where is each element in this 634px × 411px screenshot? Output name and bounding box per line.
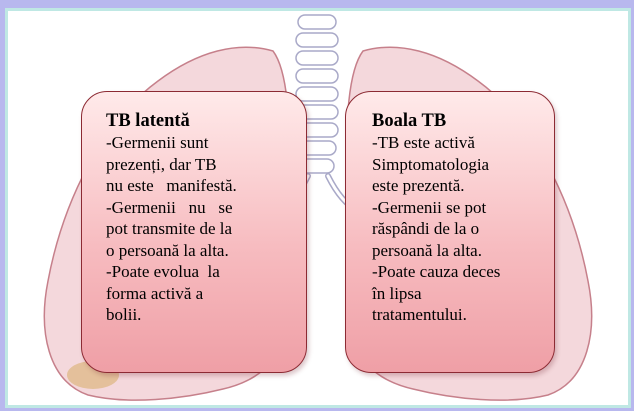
card-line: -Germenii sunt [106, 133, 209, 152]
card-line: în lipsa [372, 283, 422, 303]
card-line: Simptomatologia [372, 154, 490, 174]
card-line: o persoană la alta. [106, 240, 229, 260]
slide-frame: TB latentă -Germenii sunt prezenți, dar … [5, 8, 631, 408]
card-line: -Poate cauza deces [372, 262, 501, 281]
card-line: forma activă a [106, 283, 204, 303]
card-line: pot transmite de la [106, 219, 233, 238]
trachea [295, 14, 339, 174]
card-line: -Poate evolua la [106, 262, 220, 281]
card-line: -TB este activă [372, 133, 475, 152]
card-title: TB latentă [106, 111, 190, 131]
card-line: bolii. [106, 305, 142, 324]
card-tb-disease: Boala TB -TB este activă Simptomatologia… [345, 91, 555, 373]
card-line: nu este manifestă. [106, 176, 237, 195]
card-line: persoană la alta. [372, 240, 482, 260]
card-text: -Germenii sunt prezenți, dar TB nu este … [106, 132, 296, 326]
card-line: -Germenii nu se [106, 197, 233, 217]
card-title: Boala TB [372, 111, 447, 131]
card-line: este prezentă. [372, 176, 465, 195]
card-line: -Germenii se pot [372, 197, 487, 217]
card-latent-tb: TB latentă -Germenii sunt prezenți, dar … [81, 91, 307, 373]
card-text: -TB este activă Simptomatologia este pre… [372, 132, 544, 326]
card-line: tratamentului. [372, 305, 467, 324]
card-line: prezenți, dar TB [106, 154, 217, 174]
card-line: răspândi de la o [372, 219, 480, 238]
